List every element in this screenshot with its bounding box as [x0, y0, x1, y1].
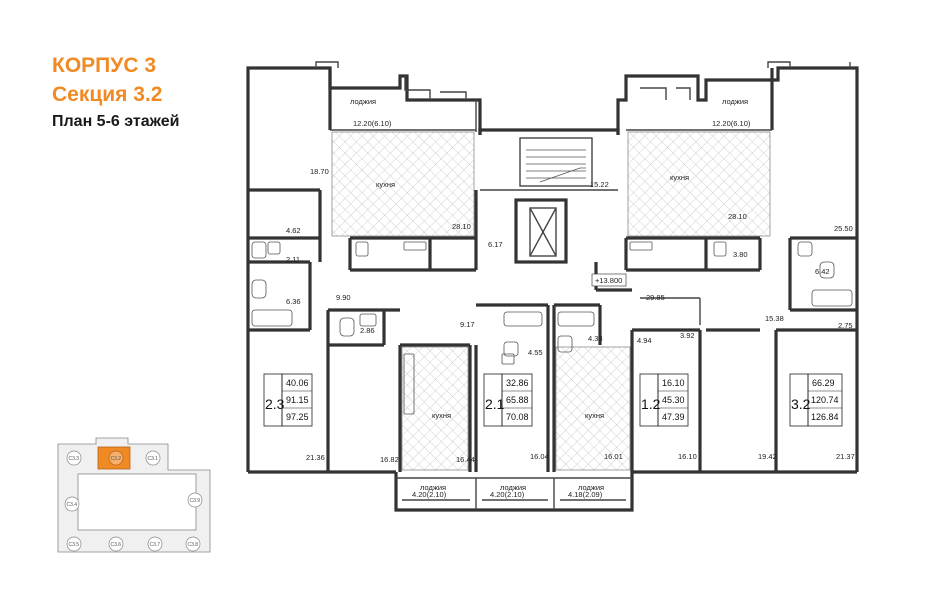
minimap-section-c3-9[interactable]: С3.9: [187, 492, 203, 508]
minimap-section-c3-8[interactable]: С3.8: [185, 536, 201, 552]
room-area: 21.36: [306, 453, 325, 462]
room-area: 3.92: [680, 331, 695, 340]
apartment-living-area: 66.29: [812, 378, 835, 388]
apartment-cards: 2.3 40.06 91.15 97.25 2.1 32.86 65.88 70…: [263, 373, 843, 427]
room-areas: 18.70 28.10 4.62 2.11 6.36 6.17 9.90 2.8…: [286, 167, 855, 464]
room-area: 19.42: [758, 452, 777, 461]
apartment-id: 1.2: [641, 396, 661, 412]
apartment-card[interactable]: 2.3 40.06 91.15 97.25: [263, 373, 313, 427]
building-title: КОРПУС 3: [52, 54, 156, 77]
apartment-id: 2.3: [265, 396, 285, 412]
apartment-card[interactable]: 2.1 32.86 65.88 70.08: [483, 373, 533, 427]
loggia-area: 12.20(6.10): [353, 119, 392, 128]
room-area: 16.10: [678, 452, 697, 461]
kitchen-label: кухня: [670, 173, 689, 182]
apartment-total-with-loggia: 70.08: [506, 412, 529, 422]
loggia-label: лоджия: [420, 483, 446, 492]
room-area: 16.44: [456, 455, 475, 464]
minimap-section-c3-6[interactable]: С3.6: [108, 536, 124, 552]
apartment-total-area: 45.30: [662, 395, 685, 405]
room-area: 15.22: [590, 180, 609, 189]
section-title: Секция 3.2: [52, 83, 162, 106]
room-area: 6.42: [815, 267, 830, 276]
room-labels: лоджия лоджия кухня кухня кухня кухня ло…: [350, 97, 748, 492]
room-area: 2.75: [838, 321, 853, 330]
loggia-label: лоджия: [722, 97, 748, 106]
building-outline: [246, 61, 859, 512]
room-area: 4.55: [528, 348, 543, 357]
room-area: 28.10: [728, 212, 747, 221]
loggia-area: 12.20(6.10): [712, 119, 751, 128]
elevation-value: +13.800: [595, 276, 622, 285]
room-area: 16.82: [380, 455, 399, 464]
minimap-section-c3-4[interactable]: С3.4: [64, 496, 80, 512]
loggia-areas: 12.20(6.10) 12.20(6.10) 4.20(2.10) 4.20(…: [353, 119, 751, 499]
loggia-label: лоджия: [350, 97, 376, 106]
room-area: 3.80: [733, 250, 748, 259]
apartment-id: 2.1: [485, 396, 505, 412]
loggia-area: 4.20(2.10): [412, 490, 447, 499]
room-area: 2.11: [286, 255, 300, 264]
room-area: 16.04: [530, 452, 549, 461]
loggia-area: 4.20(2.10): [490, 490, 525, 499]
apartment-total-area: 91.15: [286, 395, 309, 405]
apartment-living-area: 40.06: [286, 378, 309, 388]
minimap-section-c3-3[interactable]: С3.3: [66, 450, 82, 466]
interior-walls: [248, 188, 857, 472]
room-area: 21.37: [836, 452, 855, 461]
room-area: 2.86: [360, 326, 375, 335]
apartment-living-area: 32.86: [506, 378, 529, 388]
minimap-section-c3-7[interactable]: С3.7: [147, 536, 163, 552]
staircase: [519, 137, 593, 187]
apartment-total-with-loggia: 97.25: [286, 412, 309, 422]
loggia-area: 4.18(2.09): [568, 490, 603, 499]
room-area: 4.62: [286, 226, 301, 235]
kitchen-label: кухня: [585, 411, 604, 420]
apartment-total-with-loggia: 47.39: [662, 412, 685, 422]
room-area: 6.17: [488, 240, 503, 249]
room-area: 28.10: [452, 222, 471, 231]
room-area: 4.33: [588, 334, 603, 343]
room-area: 15.38: [765, 314, 784, 323]
kitchen-label: кухня: [376, 180, 395, 189]
minimap-section-label: С3.1: [148, 456, 159, 462]
room-area: 16.01: [604, 452, 623, 461]
minimap-section-label: С3.5: [69, 542, 80, 548]
kitchen-hatch-areas: [331, 131, 771, 471]
room-area: 4.94: [637, 336, 652, 345]
elevation-mark: +13.800: [591, 273, 627, 287]
room-area: 9.90: [336, 293, 351, 302]
apartment-total-area: 65.88: [506, 395, 529, 405]
minimap-section-c3-2[interactable]: С3.2: [108, 450, 124, 466]
apartment-id: 3.2: [791, 396, 811, 412]
apartment-card[interactable]: 1.2 16.10 45.30 47.39: [639, 373, 689, 427]
apartment-total-area: 120.74: [811, 395, 839, 405]
apartment-card[interactable]: 3.2 66.29 120.74 126.84: [789, 373, 843, 427]
kitchen-label: кухня: [432, 411, 451, 420]
minimap-section-label: С3.3: [69, 456, 80, 462]
minimap-section-label: С3.6: [111, 542, 122, 548]
minimap-section-label: С3.4: [67, 502, 78, 508]
room-area: 18.70: [310, 167, 329, 176]
loggia-label: лоджия: [578, 483, 604, 492]
loggia-label: лоджия: [500, 483, 526, 492]
room-area: 29.85: [646, 293, 665, 302]
minimap-section-label: С3.8: [188, 542, 199, 548]
minimap-section-label: С3.7: [150, 542, 161, 548]
plan-title: План 5-6 этажей: [52, 113, 179, 130]
apartment-living-area: 16.10: [662, 378, 685, 388]
bathroom-fixtures: [251, 241, 853, 415]
section-minimap: С3.3 С3.2 С3.1 С3.4 С3.9 С3.5 С3.6 С3.7: [57, 437, 211, 553]
minimap-section-c3-1[interactable]: С3.1: [145, 450, 161, 466]
room-area: 6.36: [286, 297, 301, 306]
minimap-section-label: С3.2: [111, 456, 122, 462]
apartment-total-with-loggia: 126.84: [811, 412, 839, 422]
minimap-section-c3-5[interactable]: С3.5: [66, 536, 82, 552]
room-area: 25.50: [834, 224, 853, 233]
minimap-section-label: С3.9: [190, 498, 201, 504]
room-area: 9.17: [460, 320, 475, 329]
